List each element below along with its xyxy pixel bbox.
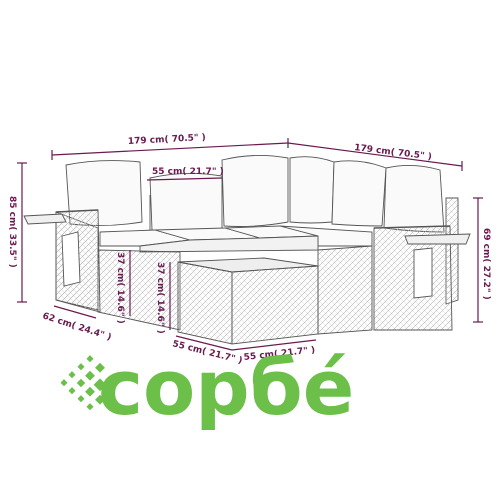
brand-logo: copбé [60, 343, 354, 432]
label-seat-height-table: 37 cm( 14.6" ) [155, 262, 165, 334]
back-cushion-6 [383, 165, 445, 233]
dimension-lines [17, 138, 483, 351]
label-seat-width: 55 cm( 21.7" ) [152, 167, 224, 177]
label-seat-height-sofa: 37 cm( 14.6" ) [115, 252, 125, 324]
table-side [231, 265, 319, 345]
dotted-diamond-icon [60, 355, 107, 411]
brand-wordmark: copбé [98, 343, 354, 432]
back-cushion-2 [149, 172, 223, 233]
label-width-right: 179 cm( 70.5" ) [354, 143, 433, 162]
sofa-line-art [23, 154, 471, 345]
back-cushion-3 [221, 154, 289, 227]
back-cushion-5 [331, 160, 387, 227]
table-front [177, 261, 233, 345]
label-height-arm: 69 cm( 27.2" ) [481, 228, 491, 300]
back-cushion-4 [289, 156, 335, 224]
seat-cushion-right [279, 225, 373, 247]
label-width-left: 179 cm( 70.5" ) [128, 133, 206, 147]
label-depth-arm: 62 cm( 24.4" ) [41, 311, 112, 343]
label-height-total: 85 cm( 33.5" ) [7, 196, 17, 268]
